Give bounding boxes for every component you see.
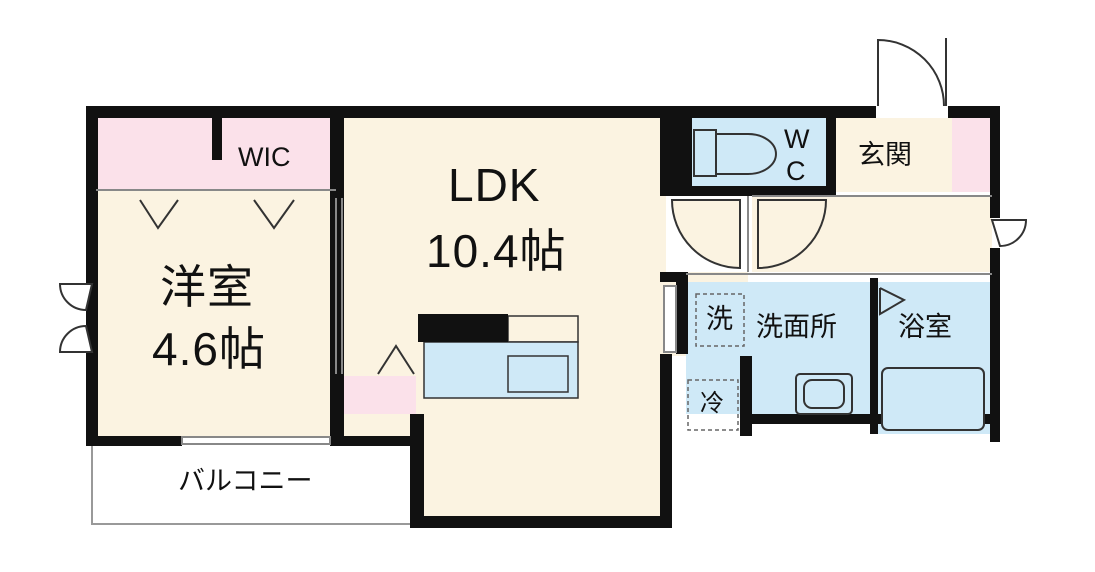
- western-room-floor: [96, 190, 336, 440]
- closet-storage: [344, 376, 416, 414]
- doors: [58, 38, 1028, 353]
- wic-label: WIC: [238, 142, 291, 172]
- western-room-size: 4.6帖: [152, 323, 266, 375]
- shoe-storage: [952, 118, 992, 192]
- bathtub: [881, 367, 985, 431]
- bath-label: 浴室: [898, 312, 952, 342]
- balcony-label: バルコニー: [178, 466, 313, 496]
- ldk-name: LDK: [448, 159, 541, 211]
- fridge-space: [687, 379, 739, 431]
- kitchen-pillar: [418, 314, 508, 342]
- partitions: [96, 189, 992, 374]
- washer-symbol: 洗: [706, 304, 733, 334]
- washbasin: [795, 373, 853, 415]
- balcony-area: [91, 439, 417, 525]
- toilet-label-c: C: [786, 156, 806, 186]
- fridge-symbol: 冷: [700, 390, 724, 417]
- closet-door-marks: [139, 199, 907, 375]
- ldk-size: 10.4帖: [426, 225, 567, 277]
- kitchen-counter-top: [507, 315, 579, 343]
- washer-space: [695, 293, 745, 347]
- toilet-label-w: W: [784, 124, 810, 154]
- toilet-fixture: [693, 129, 777, 177]
- western-room-name: 洋室: [160, 261, 254, 313]
- kitchen-sink: [507, 355, 569, 393]
- windows: [181, 285, 677, 445]
- washroom-label: 洗面所: [756, 312, 837, 342]
- entrance-floor: [834, 118, 952, 192]
- walls: [86, 106, 1000, 528]
- entrance-label: 玄関: [858, 140, 912, 170]
